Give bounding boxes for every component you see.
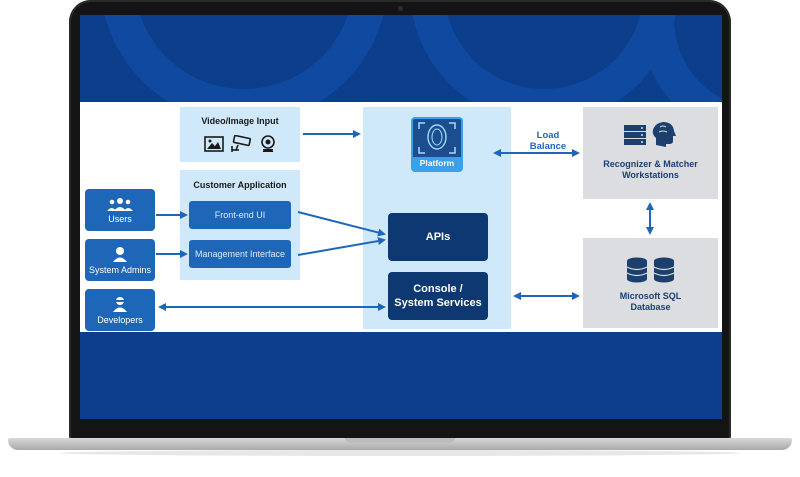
video-image-input-panel: Video/Image Input (180, 107, 300, 162)
users-label: Users (108, 213, 132, 224)
apis-box[interactable]: APIs (388, 213, 488, 261)
developer-icon (113, 296, 127, 312)
screen-header-band (80, 15, 722, 102)
console-system-services-box[interactable]: Console / System Services (388, 272, 488, 320)
webcam-icon (261, 135, 275, 152)
database-icon (626, 257, 648, 283)
laptop-notch (345, 438, 455, 443)
video-image-input-title: Video/Image Input (201, 116, 279, 126)
cctv-camera-icon (231, 135, 252, 152)
developers-actor[interactable]: Developers (85, 289, 155, 331)
recognizer-matcher-panel: Recognizer & Matcher Workstations (583, 107, 718, 199)
image-icon (204, 136, 224, 152)
laptop-shadow (60, 450, 740, 456)
recognizer-matcher-label: Recognizer & Matcher Workstations (603, 159, 698, 180)
screen-footer-band (80, 332, 722, 419)
system-admins-actor[interactable]: System Admins (85, 239, 155, 281)
arrow-management-to-apis (297, 237, 386, 256)
management-interface-box[interactable]: Management Interface (189, 240, 291, 268)
database-icon (653, 257, 675, 283)
face-scan-icon (418, 122, 456, 154)
platform-label: Platform (413, 157, 461, 170)
console-label: Console / (413, 283, 463, 295)
load-balance-label: Load Balance (529, 130, 567, 152)
developers-label: Developers (97, 314, 143, 325)
customer-application-title: Customer Application (193, 180, 287, 190)
users-icon (107, 197, 133, 211)
laptop-base (8, 438, 792, 450)
arrow-frontend-to-apis (297, 211, 386, 237)
database-panel: Microsoft SQL Database (583, 238, 718, 328)
system-services-label: System Services (394, 297, 482, 309)
camera-icon (398, 6, 403, 11)
database-label: Microsoft SQL Database (619, 291, 682, 312)
admin-icon (113, 246, 127, 262)
server-icon (624, 125, 646, 145)
system-admins-label: System Admins (88, 264, 152, 275)
frontend-ui-box[interactable]: Front-end UI (189, 201, 291, 229)
brain-head-icon (652, 122, 676, 147)
platform-logo: Platform (411, 117, 463, 172)
users-actor[interactable]: Users (85, 189, 155, 231)
